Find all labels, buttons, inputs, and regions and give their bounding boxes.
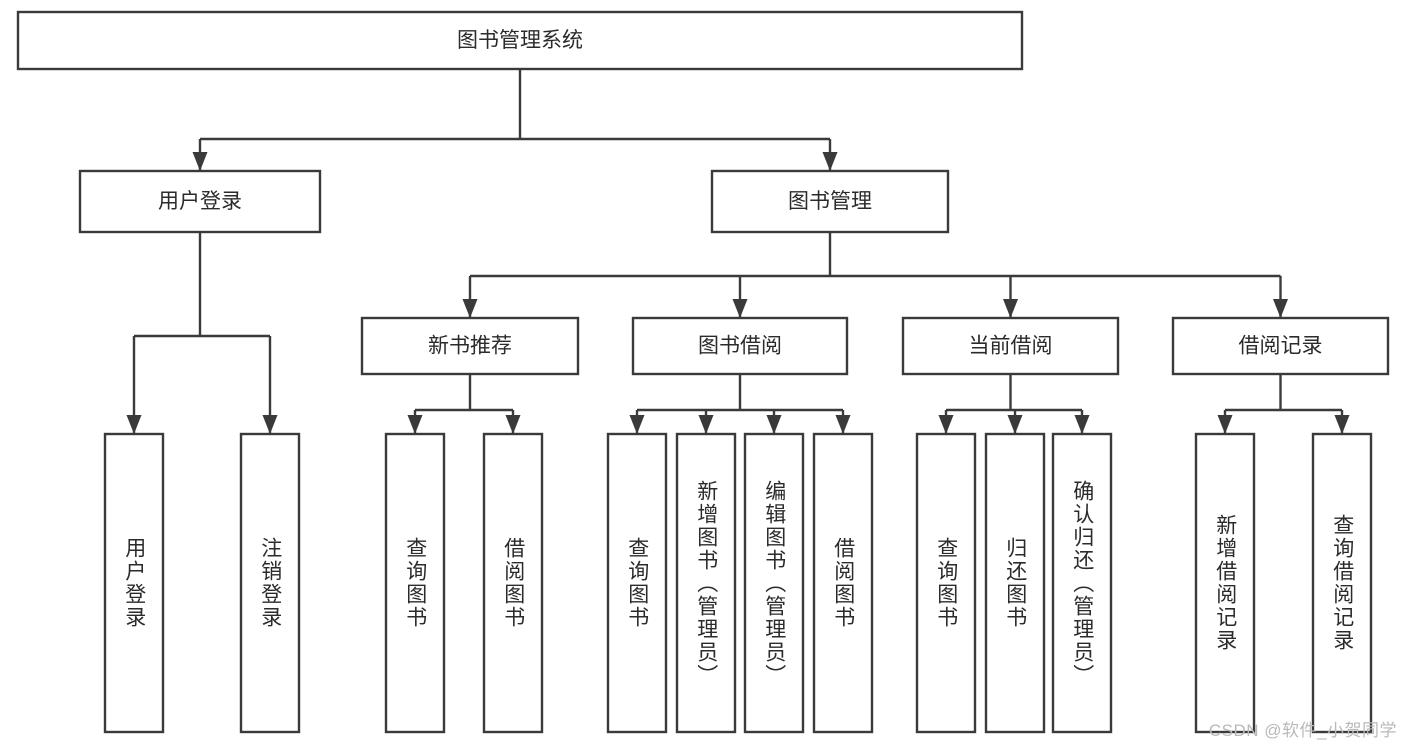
node-box-borrow-books-rec[interactable] (482, 432, 544, 734)
node-return-books[interactable] (984, 432, 1046, 734)
node-box-confirm-return-admin[interactable] (1051, 432, 1113, 734)
node-label-root: 图书管理系统 (457, 29, 583, 52)
arrow-head-icon (262, 415, 278, 434)
watermark: CSDN @软件_小贺同学 (1208, 721, 1397, 740)
arrow-head-icon (1074, 415, 1090, 434)
node-box-add-borrow-record[interactable] (1194, 432, 1256, 734)
node-box-borrow-records[interactable] (1171, 316, 1390, 376)
arrow-head-icon (1217, 415, 1233, 434)
node-root[interactable]: 图书管理系统 (16, 10, 1024, 71)
node-book-management[interactable]: 图书管理 (710, 169, 950, 234)
node-box-query-borrow-record[interactable] (1311, 432, 1373, 734)
node-box-root[interactable] (16, 10, 1024, 71)
node-label-borrow-records: 借阅记录 (1239, 335, 1323, 358)
arrow-head-icon (629, 415, 645, 434)
node-new-book-recommend[interactable]: 新书推荐 (360, 316, 580, 376)
node-label-book-management: 图书管理 (788, 190, 872, 213)
node-confirm-return-admin[interactable] (1051, 432, 1113, 734)
arrow-head-icon (1273, 299, 1288, 318)
node-query-books-rec[interactable] (384, 432, 446, 734)
node-box-book-borrow[interactable] (631, 316, 849, 376)
node-box-edit-book-admin[interactable] (743, 432, 805, 734)
node-user-logout[interactable] (239, 432, 301, 734)
node-query-books-current[interactable] (915, 432, 977, 734)
node-box-user-login-do[interactable] (103, 432, 165, 734)
arrow-head-icon (835, 415, 851, 434)
arrow-head-icon (938, 415, 954, 434)
arrow-head-icon (1007, 415, 1023, 434)
node-add-book-admin[interactable] (675, 432, 737, 734)
arrow-head-icon (732, 299, 748, 318)
node-box-query-books-rec[interactable] (384, 432, 446, 734)
arrow-head-icon (1334, 415, 1350, 434)
arrow-head-icon (462, 299, 478, 318)
node-label-current-borrow: 当前借阅 (969, 335, 1053, 358)
node-box-query-books-borrow[interactable] (606, 432, 668, 734)
node-add-borrow-record[interactable] (1194, 432, 1256, 734)
node-label-user-login: 用户登录 (158, 190, 242, 213)
arrow-head-icon (192, 152, 208, 171)
node-label-new-book-recommend: 新书推荐 (428, 335, 512, 358)
node-borrow-books-rec[interactable] (482, 432, 544, 734)
arrow-head-icon (407, 415, 423, 434)
node-edit-book-admin[interactable] (743, 432, 805, 734)
node-box-add-book-admin[interactable] (675, 432, 737, 734)
node-borrow-books-do[interactable] (812, 432, 874, 734)
node-user-login[interactable]: 用户登录 (78, 169, 322, 234)
arrow-head-icon (1003, 299, 1018, 318)
node-borrow-records[interactable]: 借阅记录 (1171, 316, 1390, 376)
node-box-current-borrow[interactable] (901, 316, 1120, 376)
node-box-borrow-books-do[interactable] (812, 432, 874, 734)
node-book-borrow[interactable]: 图书借阅 (631, 316, 849, 376)
node-box-new-book-recommend[interactable] (360, 316, 580, 376)
node-query-borrow-record[interactable] (1311, 432, 1373, 734)
node-user-login-do[interactable] (103, 432, 165, 734)
arrow-head-icon (698, 415, 714, 434)
arrow-head-icon (822, 152, 838, 171)
node-box-return-books[interactable] (984, 432, 1046, 734)
node-box-user-logout[interactable] (239, 432, 301, 734)
node-current-borrow[interactable]: 当前借阅 (901, 316, 1120, 376)
arrow-head-icon (505, 415, 521, 434)
node-box-query-books-current[interactable] (915, 432, 977, 734)
node-box-book-management[interactable] (710, 169, 950, 234)
arrow-head-icon (126, 415, 142, 434)
arrow-head-icon (766, 415, 782, 434)
node-query-books-borrow[interactable] (606, 432, 668, 734)
node-label-book-borrow: 图书借阅 (698, 335, 782, 358)
